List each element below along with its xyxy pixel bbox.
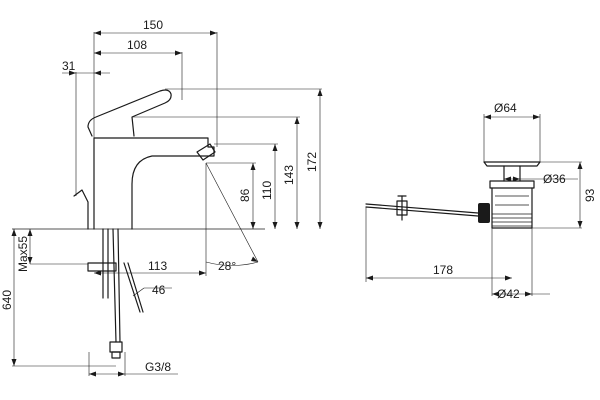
dim-label-31: 31 bbox=[62, 59, 76, 73]
drain-cap bbox=[483, 161, 541, 167]
dim-label-640: 640 bbox=[0, 290, 14, 310]
dim-label-143: 143 bbox=[282, 165, 296, 185]
hose-fitting bbox=[109, 341, 123, 353]
dim-label-110: 110 bbox=[260, 181, 274, 200]
dim-label-108: 108 bbox=[127, 38, 147, 52]
aerator bbox=[196, 143, 216, 161]
drain-extension-lines bbox=[365, 114, 582, 296]
hose-fitting bbox=[111, 351, 121, 359]
dim-label-86: 86 bbox=[238, 188, 252, 202]
drain-side-nut bbox=[478, 203, 490, 223]
dim-label-113: 113 bbox=[148, 259, 167, 273]
dim-label-max55: Max55 bbox=[16, 236, 30, 272]
drain-thread bbox=[492, 213, 532, 227]
pull-rod-lower bbox=[127, 262, 144, 313]
linkage-rod bbox=[365, 206, 479, 217]
drain-body bbox=[491, 187, 533, 229]
faucet-body bbox=[93, 137, 215, 230]
faucet-drawing: 150 108 31 172 143 110 86 113 28° Max55 … bbox=[0, 18, 323, 377]
dim-label-height: 93 bbox=[583, 188, 597, 202]
flex-hose bbox=[117, 228, 121, 343]
dimension-lines bbox=[11, 30, 323, 377]
pull-rod-lower bbox=[123, 262, 141, 313]
mounting-nut bbox=[87, 262, 117, 272]
dim-label-rod: 178 bbox=[433, 263, 453, 277]
lever-handle bbox=[87, 89, 172, 137]
dim-label-angle: 28° bbox=[218, 259, 236, 273]
dim-label-body: Ø36 bbox=[543, 172, 566, 186]
dim-label-cap: Ø64 bbox=[494, 101, 517, 115]
flex-hose bbox=[112, 228, 117, 343]
dim-label-thread: G3/8 bbox=[145, 360, 171, 374]
pull-rod bbox=[73, 189, 89, 230]
dim-label-150: 150 bbox=[143, 18, 163, 32]
drain-flange bbox=[489, 180, 535, 189]
dim-label-thread-diameter: Ø42 bbox=[497, 287, 520, 301]
dim-label-46: 46 bbox=[152, 283, 166, 297]
linkage-clip bbox=[396, 195, 408, 221]
linkage-rod bbox=[365, 203, 479, 214]
drain-drawing: Ø64 Ø36 93 178 Ø42 bbox=[365, 101, 597, 301]
extension-lines bbox=[12, 32, 322, 376]
dim-label-172: 172 bbox=[305, 152, 319, 172]
drain-dimension-lines bbox=[366, 114, 583, 297]
